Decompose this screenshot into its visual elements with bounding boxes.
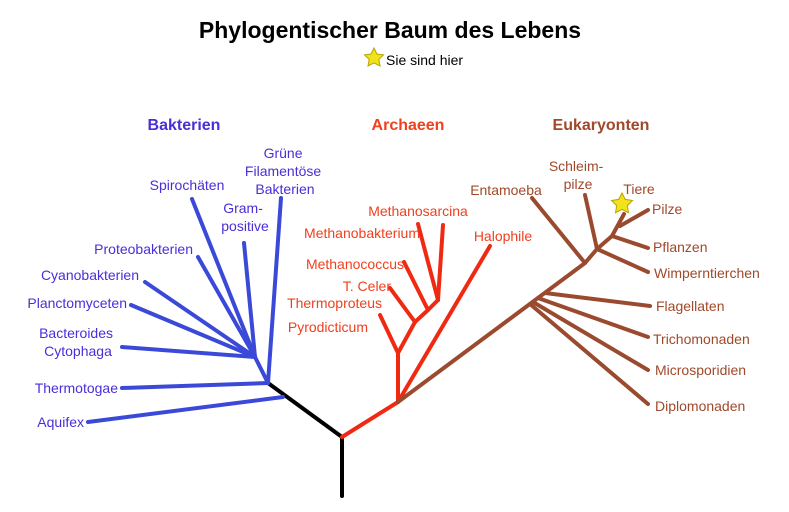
legend-star-icon: [363, 46, 385, 67]
leaf-label-gram-positive: Gram- positive: [221, 200, 269, 234]
leaf-label-methanobakterium: Methanobakterium: [304, 225, 420, 241]
group-label-archaea: Archaeen: [372, 117, 445, 134]
leaf-label-thermotogae: Thermotogae: [35, 380, 118, 396]
leaf-label-trichomonaden: Trichomonaden: [653, 331, 750, 347]
leaf-label-pflanzen: Pflanzen: [653, 239, 707, 255]
leaf-label-thermoproteus: Thermoproteus: [287, 295, 382, 311]
leaf-label-proteobakterien: Proteobakterien: [94, 241, 193, 257]
page-title: Phylogentischer Baum des Lebens: [199, 17, 581, 43]
leaf-label-methanosarcina: Methanosarcina: [368, 203, 468, 219]
leaf-label-planctomyceten: Planctomyceten: [27, 295, 127, 311]
leaf-label-cyanobakterien: Cyanobakterien: [41, 267, 139, 283]
leaf-label-bacteroides-cytophaga: Bacteroides Cytophaga: [39, 325, 117, 359]
archaea-branches: [340, 222, 492, 439]
group-label-bacteria: Bakterien: [148, 117, 221, 134]
leaf-label-t-celer: T. Celer: [343, 278, 392, 294]
leaf-label-halophile: Halophile: [474, 228, 533, 244]
leaf-label-flagellaten: Flagellaten: [656, 298, 725, 314]
leaf-label-entamoeba: Entamoeba: [470, 182, 542, 198]
leaf-label-pyrodicticum: Pyrodicticum: [288, 319, 368, 335]
leaf-label-diplomonaden: Diplomonaden: [655, 398, 745, 414]
leaf-label-methanococcus: Methanococcus: [306, 256, 404, 272]
group-label-eukaryotes: Eukaryonten: [553, 117, 650, 134]
leaf-label-aquifex: Aquifex: [37, 414, 84, 430]
eukaryote-branches: [396, 193, 652, 406]
leaf-label-tiere: Tiere: [623, 181, 655, 197]
leaf-label-gruene-filamentoese-bakterien: Grüne Filamentöse Bakterien: [245, 145, 325, 197]
bacteria-branches: [86, 196, 285, 424]
you-are-here-star-icon: [610, 191, 634, 214]
legend-label: Sie sind hier: [386, 52, 463, 68]
leaf-label-schleimpilze: Schleim- pilze: [549, 158, 607, 192]
leaf-label-pilze: Pilze: [652, 201, 683, 217]
leaf-label-wimperntierchen: Wimperntierchen: [654, 265, 760, 281]
root-branches: [266, 381, 344, 498]
leaf-label-microsporidien: Microsporidien: [655, 362, 746, 378]
leaf-label-spirochaeten: Spirochäten: [150, 177, 225, 193]
